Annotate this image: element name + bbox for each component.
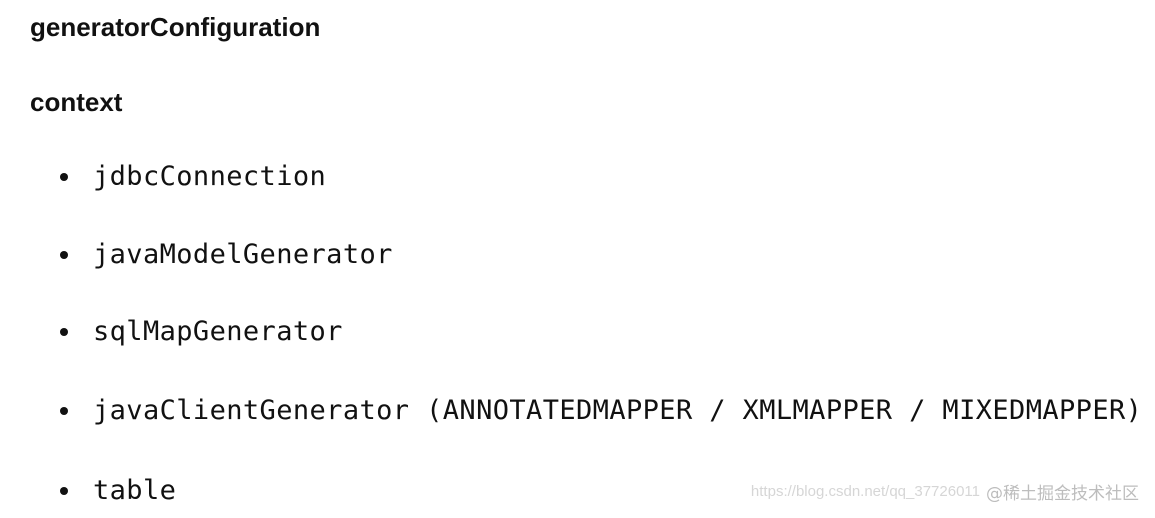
list-item-label: javaClientGenerator (ANNOTATEDMAPPER / X… bbox=[93, 395, 1143, 426]
list-item: javaModelGenerator bbox=[60, 237, 393, 273]
bullet-icon bbox=[60, 328, 68, 336]
list-item-label: jdbcConnection bbox=[93, 161, 327, 192]
heading-context: context bbox=[30, 87, 123, 117]
watermark-url-text: https://blog.csdn.net/qq_37726011 bbox=[750, 483, 980, 500]
list-item: jdbcConnection bbox=[60, 159, 326, 195]
list-item: table bbox=[60, 473, 176, 509]
bullet-icon bbox=[60, 251, 68, 259]
list-item-label: javaModelGenerator bbox=[93, 239, 393, 270]
list-item: sqlMapGenerator bbox=[60, 314, 343, 350]
list-item-label: table bbox=[93, 475, 177, 506]
heading-generator-configuration: generatorConfiguration bbox=[30, 12, 321, 42]
list-item-label: sqlMapGenerator bbox=[93, 316, 343, 347]
list-item: javaClientGenerator (ANNOTATEDMAPPER / X… bbox=[60, 393, 1142, 429]
bullet-icon bbox=[60, 407, 68, 415]
bullet-icon bbox=[60, 173, 68, 181]
bullet-icon bbox=[60, 487, 68, 495]
watermark-brand-text: @稀土掘金技术社区 bbox=[986, 484, 1139, 504]
watermark: https://blog.csdn.net/qq_37726011 @稀土掘金技… bbox=[751, 479, 1139, 504]
